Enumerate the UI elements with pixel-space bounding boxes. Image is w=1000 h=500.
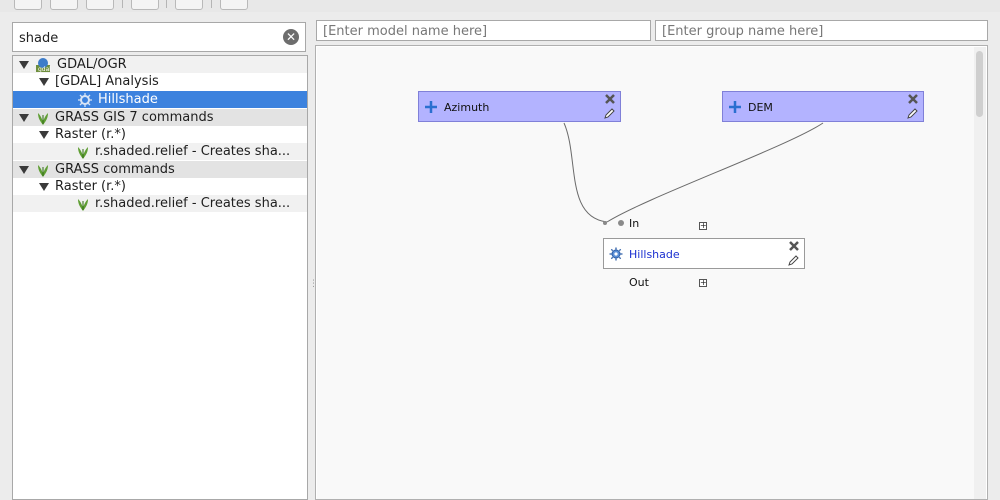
plus-icon xyxy=(729,101,741,113)
pencil-icon[interactable] xyxy=(906,107,919,120)
open-model-button[interactable] xyxy=(14,0,42,10)
tree-item-grass7[interactable]: GRASS GIS 7 commands xyxy=(13,109,307,126)
tree-item-raster[interactable]: Raster (r.*) xyxy=(13,178,307,195)
input-node-azimuth[interactable]: Azimuth xyxy=(418,91,621,122)
grass-icon xyxy=(38,113,48,125)
toolbar-separator xyxy=(211,0,212,8)
gear-icon xyxy=(78,93,92,107)
toolbar-separator xyxy=(166,0,167,8)
collapse-arrow-icon[interactable] xyxy=(39,183,49,191)
close-icon[interactable] xyxy=(604,93,616,105)
algorithm-tree: gdal GDAL/OGR [GDAL] Analysis Hillshade … xyxy=(12,55,308,500)
collapse-arrow-icon[interactable] xyxy=(39,131,49,139)
group-name-input[interactable] xyxy=(660,22,962,41)
collapse-arrow-icon[interactable] xyxy=(39,78,49,86)
node-label: Azimuth xyxy=(444,101,490,114)
save-as-button[interactable] xyxy=(86,0,114,10)
pencil-icon[interactable] xyxy=(787,254,800,267)
collapse-arrow-icon[interactable] xyxy=(19,166,29,174)
algorithm-search: ✕ xyxy=(12,22,306,52)
tree-item-gdal-analysis[interactable]: [GDAL] Analysis xyxy=(13,73,307,90)
model-name-field xyxy=(316,20,651,41)
tree-item-label: r.shaded.relief - Creates sha... xyxy=(95,144,291,159)
toolbar xyxy=(0,0,1000,12)
algorithm-node-hillshade[interactable]: Hillshade xyxy=(603,238,805,269)
dem-connection xyxy=(606,122,824,223)
pencil-icon[interactable] xyxy=(603,107,616,120)
node-label: Hillshade xyxy=(629,248,680,261)
edit-help-button[interactable] xyxy=(175,0,203,10)
run-model-button[interactable] xyxy=(220,0,248,10)
search-input[interactable] xyxy=(17,27,281,49)
vertical-scrollbar[interactable] xyxy=(974,47,986,499)
tree-item-label: GRASS commands xyxy=(55,162,175,177)
save-model-button[interactable] xyxy=(50,0,78,10)
tree-item-label: Raster (r.*) xyxy=(55,179,126,194)
node-label: DEM xyxy=(748,101,773,114)
connections xyxy=(563,122,824,226)
splitter-handle[interactable]: ⋮ xyxy=(309,279,318,289)
collapse-arrow-icon[interactable] xyxy=(19,61,29,69)
collapse-arrow-icon[interactable] xyxy=(19,114,29,122)
input-node-dem[interactable]: DEM xyxy=(722,91,924,122)
tree-item-label: GRASS GIS 7 commands xyxy=(55,110,214,125)
svg-text:gdal: gdal xyxy=(38,66,51,73)
model-canvas-frame: Azimuth DEM In + xyxy=(315,45,988,500)
clear-search-icon[interactable]: ✕ xyxy=(283,29,299,45)
tree-item-label: Hillshade xyxy=(98,92,158,107)
model-name-input[interactable] xyxy=(321,22,625,41)
tree-item-label: [GDAL] Analysis xyxy=(55,74,159,89)
tree-item-label: r.shaded.relief - Creates sha... xyxy=(95,196,291,211)
gdal-icon: gdal xyxy=(36,58,51,73)
close-icon[interactable] xyxy=(907,93,919,105)
grass-icon xyxy=(78,147,88,159)
gear-icon xyxy=(609,247,623,261)
grass-icon xyxy=(78,199,88,211)
group-name-field xyxy=(655,20,988,41)
close-icon[interactable] xyxy=(788,240,800,252)
tree-item-hillshade[interactable]: Hillshade xyxy=(13,91,307,108)
input-port-dot[interactable] xyxy=(618,220,624,226)
expand-outputs-toggle[interactable]: + xyxy=(699,278,707,287)
plus-icon xyxy=(425,101,437,113)
tree-item-grass[interactable]: GRASS commands xyxy=(13,161,307,178)
model-canvas[interactable]: Azimuth DEM In + xyxy=(317,47,975,499)
in-port-label: In xyxy=(629,217,640,230)
tree-item-label: GDAL/OGR xyxy=(57,57,127,72)
grass-icon xyxy=(38,165,48,177)
toolbar-separator xyxy=(122,0,123,8)
out-port-label: Out xyxy=(629,276,649,289)
tree-item-label: Raster (r.*) xyxy=(55,127,126,142)
expand-inputs-toggle[interactable]: + xyxy=(699,221,707,230)
export-image-button[interactable] xyxy=(131,0,159,10)
tree-item-r-shaded-relief[interactable]: r.shaded.relief - Creates sha... xyxy=(13,195,307,212)
tree-item-r-shaded-relief[interactable]: r.shaded.relief - Creates sha... xyxy=(13,143,307,160)
connection-dot xyxy=(603,221,607,225)
tree-item-raster[interactable]: Raster (r.*) xyxy=(13,126,307,143)
azimuth-connection xyxy=(563,122,608,223)
scrollbar-thumb[interactable] xyxy=(976,51,983,117)
tree-item-gdal-ogr[interactable]: gdal GDAL/OGR xyxy=(13,56,307,73)
